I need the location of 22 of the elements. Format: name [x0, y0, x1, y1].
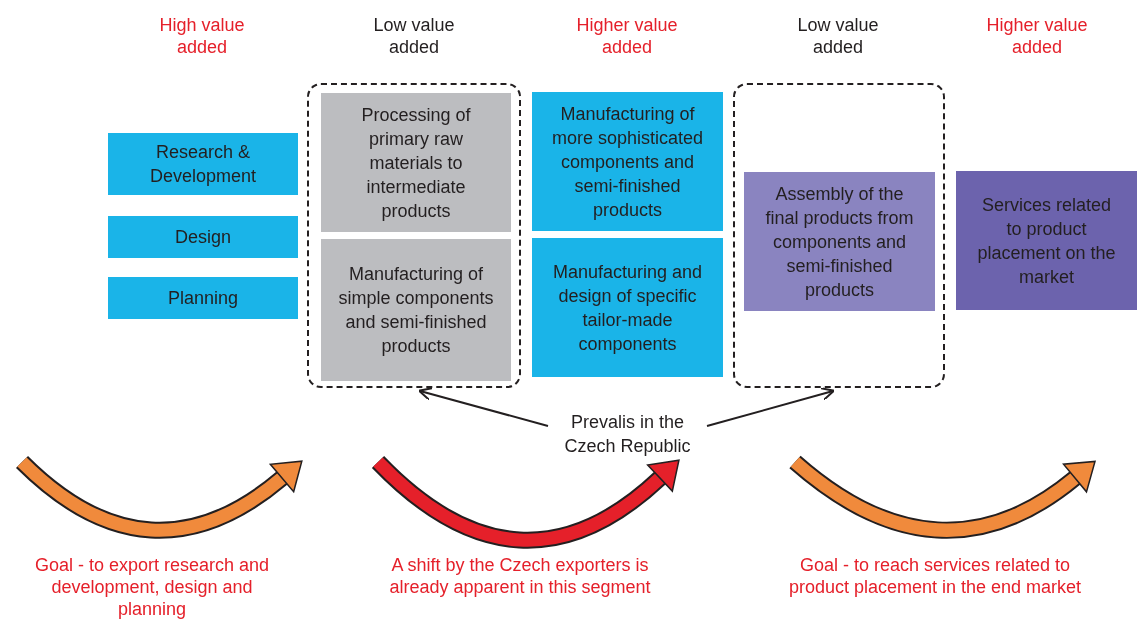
process-box: Design	[108, 216, 298, 258]
annotation-text: Prevalis in the Czech Republic	[545, 408, 710, 460]
goal-note: Goal - to export research and development, design and planning	[33, 554, 271, 620]
process-box: Manufacturing of simple components and semi-finished products	[321, 239, 511, 381]
process-box: Research & Development	[108, 133, 298, 195]
process-box: Manufacturing of more sophisticated components and semi-finished products	[532, 92, 723, 231]
column-heading: Higher value added	[985, 14, 1089, 58]
column-heading: Higher value added	[575, 14, 679, 58]
process-box: Assembly of the final products from components and semi-finished products	[744, 172, 935, 311]
process-box: Processing of primary raw materials to intermediate products	[321, 93, 511, 232]
goal-note: Goal - to reach services related to product placement in the end market	[787, 554, 1083, 598]
column-heading: Low value added	[796, 14, 880, 58]
column-heading: Low value added	[372, 14, 456, 58]
arrow	[418, 387, 549, 427]
goal-note: A shift by the Czech exporters is already apparent in this segment	[388, 554, 652, 598]
process-box: Manufacturing and design of specific tailor-made components	[532, 238, 723, 377]
dashed-group-box	[733, 83, 945, 388]
column-heading: High value added	[158, 14, 246, 58]
arrow	[706, 387, 835, 427]
dashed-group-box	[307, 83, 521, 388]
process-box: Services related to product placement on the market	[956, 171, 1137, 310]
process-box: Planning	[108, 277, 298, 319]
